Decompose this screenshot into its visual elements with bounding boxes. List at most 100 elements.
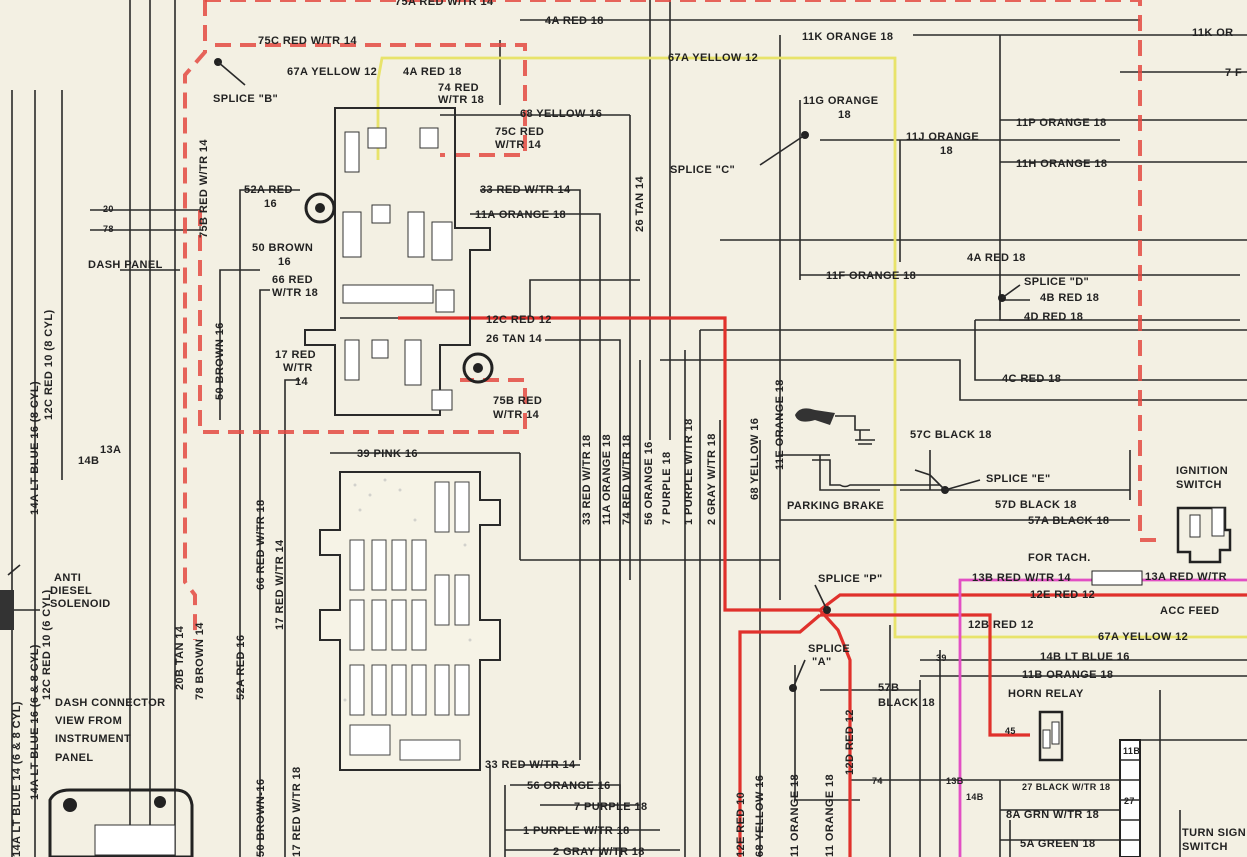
vlabel-11ob: 11 ORANGE 18 bbox=[789, 774, 801, 857]
label-11h: 11H ORANGE 18 bbox=[1016, 158, 1107, 170]
label-11f: 11F ORANGE 18 bbox=[826, 270, 916, 282]
label-12e: 12E RED 12 bbox=[1030, 589, 1095, 601]
vlabel-12c: 12C RED 10 (8 CYL) bbox=[43, 309, 55, 420]
label-13b: 13B RED W/TR 14 bbox=[972, 572, 1071, 584]
label-4a: 4A RED 18 bbox=[545, 15, 604, 27]
label-17b: W/TR bbox=[283, 362, 313, 374]
label-11p: 11P ORANGE 18 bbox=[1016, 117, 1107, 129]
label-14b-lt: 14B LT BLUE 16 bbox=[1040, 651, 1130, 663]
label-splice-a: SPLICE bbox=[808, 643, 850, 655]
label-ignition: IGNITION bbox=[1176, 465, 1228, 477]
label-splice-e: SPLICE "E" bbox=[986, 473, 1051, 485]
label-52a: 52A RED bbox=[244, 184, 293, 196]
labels: 75A RED W/TR 14 4A RED 18 11K ORANGE 18 … bbox=[50, 0, 1246, 857]
label-splice-a2: "A" bbox=[812, 656, 832, 668]
label-horn: HORN RELAY bbox=[1008, 688, 1084, 700]
label-50b: 16 bbox=[278, 256, 291, 268]
label-74b: W/TR 18 bbox=[438, 94, 484, 106]
vlabel-12e10: 12E RED 10 bbox=[735, 792, 747, 857]
label-anti: ANTI bbox=[54, 572, 81, 584]
label-11g2: 18 bbox=[838, 109, 851, 121]
label-4c: 4C RED 18 bbox=[1002, 373, 1061, 385]
label-13a: 13A bbox=[100, 444, 121, 456]
label-75a: 75A RED W/TR 14 bbox=[395, 0, 494, 8]
label-67a-bottom: 67A YELLOW 12 bbox=[1098, 631, 1188, 643]
vlabel-12d: 12D RED 12 bbox=[844, 709, 856, 775]
red-wires bbox=[398, 316, 1247, 857]
label-splice-d: SPLICE "D" bbox=[1024, 276, 1089, 288]
horn-relay bbox=[1038, 710, 1064, 762]
label-turn: TURN SIGN bbox=[1182, 827, 1246, 839]
vlabel-1: 1 PURPLE W/TR 18 bbox=[683, 418, 695, 525]
vlabel-50n: 50 BROWN-16 bbox=[255, 779, 267, 857]
label-57b2: BLACK 18 bbox=[878, 697, 935, 709]
vlabel-56: 56 ORANGE 16 bbox=[643, 441, 655, 525]
junction-block bbox=[304, 107, 494, 416]
label-66: 66 RED bbox=[272, 274, 313, 286]
label-11k-right: 11K OR bbox=[1192, 27, 1234, 39]
label-11j2: 18 bbox=[940, 145, 953, 157]
label-dash-conn3: INSTRUMENT bbox=[55, 733, 131, 745]
label-8a: 8A GRN W/TR 18 bbox=[1006, 809, 1099, 821]
splice-leaders bbox=[217, 61, 1021, 689]
vlabel-11e: 11E ORANGE 18 bbox=[774, 379, 786, 470]
label-11a: 11A ORANGE 18 bbox=[475, 209, 566, 221]
label-dash-panel: DASH PANEL bbox=[88, 259, 163, 271]
vlabel-7: 7 PURPLE 18 bbox=[661, 452, 673, 525]
label-12b: 12B RED 12 bbox=[968, 619, 1034, 631]
label-67a-left: 67A YELLOW 12 bbox=[287, 66, 377, 78]
label-33b: 33 RED W/TR 14 bbox=[485, 759, 576, 771]
label-13a-red: 13A RED W/TR bbox=[1145, 571, 1227, 583]
splice-dots bbox=[214, 58, 1006, 692]
vlabel-68: 68 YELLOW 16 bbox=[749, 418, 761, 500]
label-57c: 57C BLACK 18 bbox=[910, 429, 992, 441]
label-dash-conn2: VIEW FROM bbox=[55, 715, 122, 727]
label-11b-box: 11B bbox=[1123, 746, 1140, 756]
label-4b: 4B RED 18 bbox=[1040, 292, 1099, 304]
label-57a: 57A BLACK 18 bbox=[1028, 515, 1109, 527]
label-27-box: 27 bbox=[1124, 796, 1135, 806]
label-splice-p: SPLICE "P" bbox=[818, 573, 883, 585]
label-27: 27 BLACK W/TR 18 bbox=[1022, 782, 1110, 792]
label-56: 56 ORANGE 16 bbox=[527, 780, 611, 792]
label-for-tach: FOR TACH. bbox=[1028, 552, 1091, 564]
label-74a: 74 RED bbox=[438, 82, 479, 94]
label-39: 39 PINK 16 bbox=[357, 448, 418, 460]
label-74: 74 bbox=[872, 776, 883, 786]
vertical-labels: 26 TAN 14 75B RED W/TR 14 50 BROWN 16 14… bbox=[11, 139, 856, 857]
vlabel-14a-68: 14A LT BLUE 16 (6 & 8 CYL) bbox=[29, 644, 41, 800]
label-11g: 11G ORANGE bbox=[803, 95, 879, 107]
vlabel-75b: 75B RED W/TR 14 bbox=[198, 139, 210, 238]
vlabel-20b: 20B TAN 14 bbox=[174, 625, 186, 690]
label-1p: 1 PURPLE W/TR 18 bbox=[523, 825, 630, 837]
label-78: 78 bbox=[103, 224, 114, 234]
vlabel-11a: 11A ORANGE 18 bbox=[601, 434, 613, 525]
label-2g: 2 GRAY W/TR 18 bbox=[553, 846, 645, 857]
label-39n: 39 bbox=[936, 653, 947, 663]
vlabel-50: 50 BROWN 16 bbox=[214, 322, 226, 400]
label-75cr: 75C RED bbox=[495, 126, 544, 138]
vlabel-17: 17 RED W/TR 14 bbox=[274, 539, 286, 630]
pink-wire-13b bbox=[958, 578, 1247, 857]
label-75b2: W/TR 14 bbox=[493, 409, 540, 421]
label-14b: 14B bbox=[78, 455, 99, 467]
vlabel-52a: 52A RED 16 bbox=[235, 635, 247, 700]
label-67a-top: 67A YELLOW 12 bbox=[668, 52, 758, 64]
label-75c: 75C RED W/TR 14 bbox=[258, 35, 357, 47]
label-anti2: DIESEL bbox=[50, 585, 92, 597]
vlabel-14a-2: 14A LT BLUE 14 (6 & 8 CYL) bbox=[11, 701, 23, 857]
label-17c: 14 bbox=[295, 376, 309, 388]
label-20: 20 bbox=[103, 204, 114, 214]
label-57d: 57D BLACK 18 bbox=[995, 499, 1077, 511]
label-75cr2: W/TR 14 bbox=[495, 139, 542, 151]
label-splice-b: SPLICE "B" bbox=[213, 93, 278, 105]
vlabel-78: 78 BROWN 14 bbox=[194, 622, 206, 700]
label-anti3: SOLENOID bbox=[50, 598, 111, 610]
label-13b-n: 13B bbox=[946, 776, 964, 786]
label-17: 17 RED bbox=[275, 349, 316, 361]
label-14b-n: 14B bbox=[966, 792, 984, 802]
vlabel-66: 66 RED W/TR 18 bbox=[255, 499, 267, 590]
label-turn2: SWITCH bbox=[1182, 841, 1228, 853]
label-acc: ACC FEED bbox=[1160, 605, 1219, 617]
